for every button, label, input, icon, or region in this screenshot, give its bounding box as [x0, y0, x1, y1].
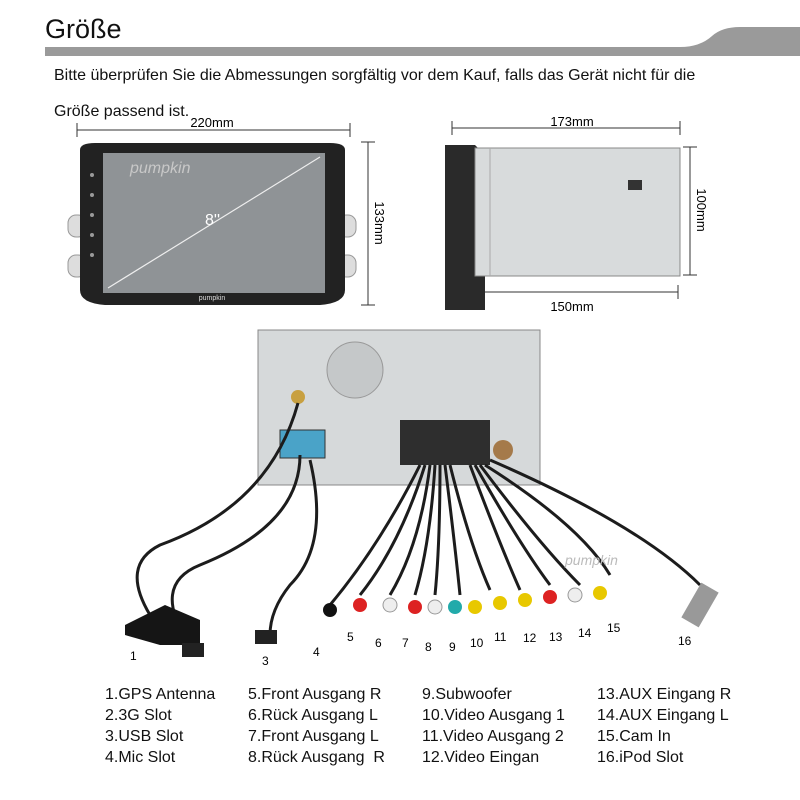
page-title: Größe — [45, 14, 122, 44]
connector-number: 10 — [470, 636, 484, 650]
legend-column-3: 9.Subwoofer 10.Video Ausgang 1 11.Video … — [422, 684, 565, 768]
legend-item: 5.Front Ausgang R — [248, 686, 382, 703]
legend-item: 1.GPS Antenna — [105, 686, 216, 703]
connector-number: 15 — [607, 621, 621, 635]
side-inner-depth-label: 150mm — [550, 299, 593, 314]
side-view-diagram: 173mm 100mm 150mm — [445, 114, 709, 314]
connector-number: 4 — [313, 645, 320, 659]
connector-number: 6 — [375, 636, 382, 650]
legend-item: 13.AUX Eingang R — [597, 686, 732, 703]
legend-item: 7.Front Ausgang L — [248, 728, 379, 745]
title-underline-bar — [45, 27, 800, 56]
connector-number: 11 — [494, 630, 507, 644]
front-width-label: 220mm — [190, 115, 233, 130]
legend-item: 10.Video Ausgang 1 — [422, 707, 565, 724]
legend-item: 9.Subwoofer — [422, 686, 512, 703]
connector-number: 9 — [449, 640, 456, 654]
intro-text-line1: Bitte überprüfen Sie die Abmessungen sor… — [54, 67, 696, 84]
legend-item: 12.Video Eingan — [422, 749, 540, 766]
connector-number: 13 — [549, 630, 563, 644]
side-height-label: 100mm — [694, 188, 709, 231]
legend-item: 2.3G Slot — [105, 707, 172, 724]
front-brand-logo: pumpkin — [129, 160, 191, 177]
side-depth-label: 173mm — [550, 114, 593, 129]
legend-item: 14.AUX Eingang L — [597, 707, 729, 724]
front-height-label: 133mm — [372, 201, 387, 244]
legend-item: 15.Cam In — [597, 728, 671, 745]
diagonal-label: 8'' — [205, 212, 220, 229]
connector-number: 3 — [262, 654, 269, 665]
legend-item: 4.Mic Slot — [105, 749, 176, 766]
front-view-diagram: 220mm 133mm 8'' pumpkin pumpkin — [67, 115, 387, 306]
legend-item: 8.Rück Ausgang R — [248, 749, 385, 766]
connector-number: 14 — [578, 626, 592, 640]
legend-item: 16.iPod Slot — [597, 749, 684, 766]
connector-number: 12 — [523, 631, 537, 645]
connector-number: 7 — [402, 636, 409, 650]
legend-column-4: 13.AUX Eingang R 14.AUX Eingang L 15.Cam… — [597, 684, 731, 768]
back-brand-watermark: pumpkin — [564, 552, 618, 568]
front-bottom-logo: pumpkin — [199, 295, 226, 302]
connector-number-labels: 1 2 3 4 5 6 7 8 9 10 11 12 13 14 15 16 — [130, 621, 692, 665]
legend-column-1: 1.GPS Antenna 2.3G Slot 3.USB Slot 4.Mic… — [105, 684, 215, 768]
legend-item: 6.Rück Ausgang L — [248, 707, 378, 724]
legend-item: 11.Video Ausgang 2 — [422, 728, 564, 745]
connector-number: 5 — [347, 630, 354, 644]
rca-plugs — [323, 582, 719, 628]
legend-column-2: 5.Front Ausgang R 6.Rück Ausgang L 7.Fro… — [248, 684, 385, 768]
legend-item: 3.USB Slot — [105, 728, 184, 745]
back-view-diagram: pumpkin 1 2 3 4 5 6 7 8 9 10 11 12 13 14… — [125, 329, 719, 665]
connector-number: 1 — [130, 649, 137, 663]
connector-number: 8 — [425, 640, 432, 654]
connector-number: 16 — [678, 634, 692, 648]
intro-text-line2: Größe passend ist. — [54, 103, 190, 120]
